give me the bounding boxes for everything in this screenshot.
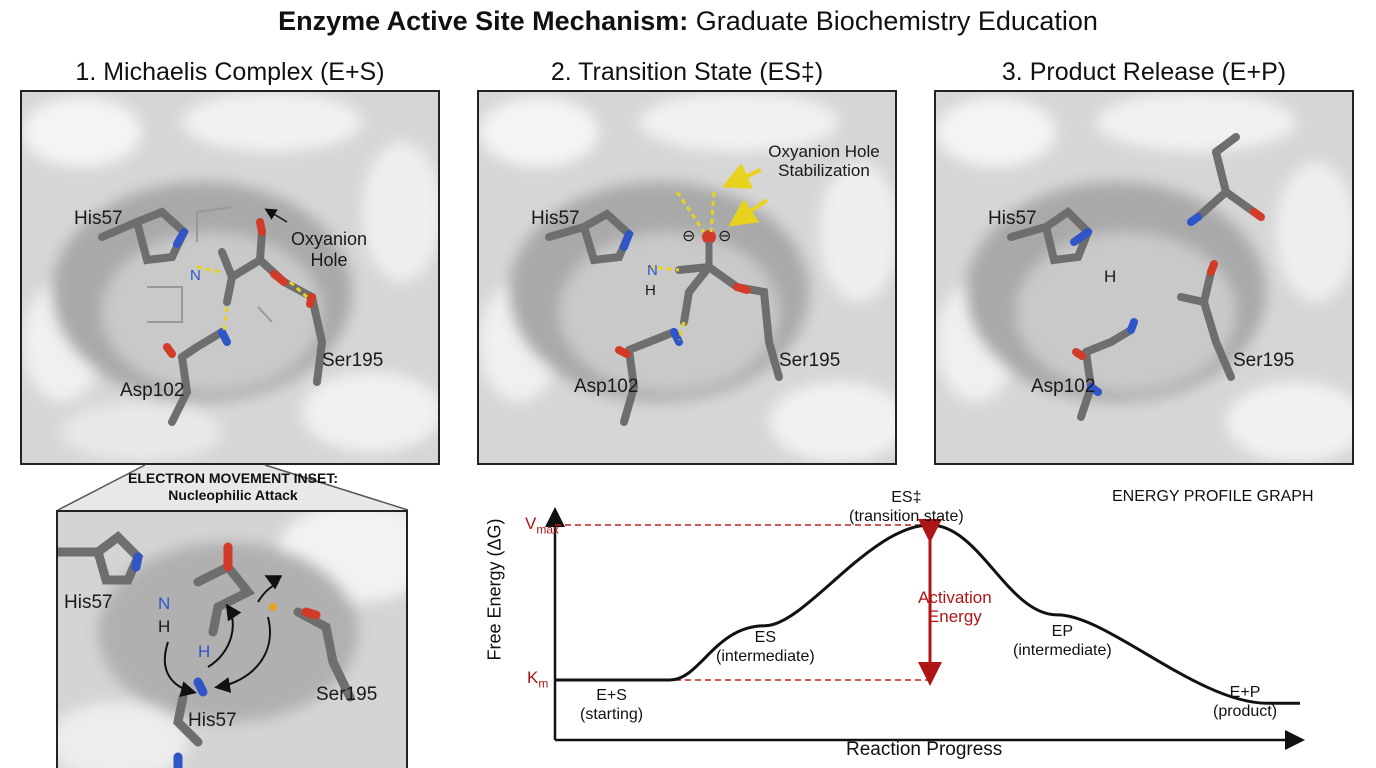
ser195-label: Ser195 [316, 684, 378, 705]
his57-top-label: His57 [64, 592, 113, 613]
inset-surface [58, 512, 406, 768]
negative-charge-right: ⊖ [718, 228, 732, 245]
hydrogen-label: H [645, 282, 656, 299]
panel-2-title: 2. Transition State (ES‡) [550, 58, 824, 86]
page-title: Enzyme Active Site Mechanism: Graduate B… [278, 6, 1098, 36]
electron-movement-inset: His57 N H H Ser195 His57 [56, 510, 408, 768]
y-tick-vmax: Vmax [525, 514, 560, 537]
chart-title: ENERGY PROFILE GRAPH [1112, 488, 1314, 505]
protein-surface-3 [936, 92, 1352, 463]
his57-label: His57 [531, 208, 580, 229]
his57-label: His57 [988, 208, 1037, 229]
point-label-es-start: E+S(starting) [580, 687, 644, 723]
energy-profile-chart [545, 507, 1305, 750]
ser195-label: Ser195 [322, 350, 384, 371]
point-label-transition: ES‡(transition state) [849, 489, 964, 525]
point-label-ep: EP(intermediate) [1013, 623, 1112, 659]
nitrogen-label: N [190, 267, 201, 284]
point-label-es: ES(intermediate) [716, 629, 815, 665]
protein-surface-1 [22, 92, 438, 463]
asp102-label: Asp102 [574, 376, 639, 397]
nitrogen-label: N [647, 262, 658, 279]
hydrogen-label-2: H [198, 642, 211, 661]
inset-title: ELECTRON MOVEMENT INSET:Nucleophilic Att… [127, 470, 338, 503]
point-label-ep-product: E+P(product) [1213, 684, 1278, 720]
protein-surface-2 [479, 92, 895, 463]
x-axis-label: Reaction Progress [846, 739, 1003, 760]
his57-label: His57 [74, 208, 123, 229]
asp102-label: Asp102 [1031, 376, 1096, 397]
nitrogen-label: N [158, 594, 171, 613]
hydrogen-label-1: H [158, 617, 171, 636]
ser195-label: Ser195 [1233, 350, 1295, 371]
his57-bottom-label: His57 [188, 710, 237, 731]
panel-product-release: His57 H Ser195 Asp102 [934, 90, 1354, 465]
asp102-label: Asp102 [120, 380, 185, 401]
inset-zoom-lines [57, 464, 409, 511]
panel-3-title: 3. Product Release (E+P) [1001, 58, 1287, 86]
y-axis-label: Free Energy (ΔG) [484, 518, 505, 661]
ser195-label: Ser195 [779, 350, 841, 371]
hydrogen-label: H [1104, 267, 1117, 286]
y-tick-km: Km [527, 668, 549, 691]
negative-charge-left: ⊖ [682, 228, 696, 245]
panel-1-title: 1. Michaelis Complex (E+S) [75, 58, 385, 86]
